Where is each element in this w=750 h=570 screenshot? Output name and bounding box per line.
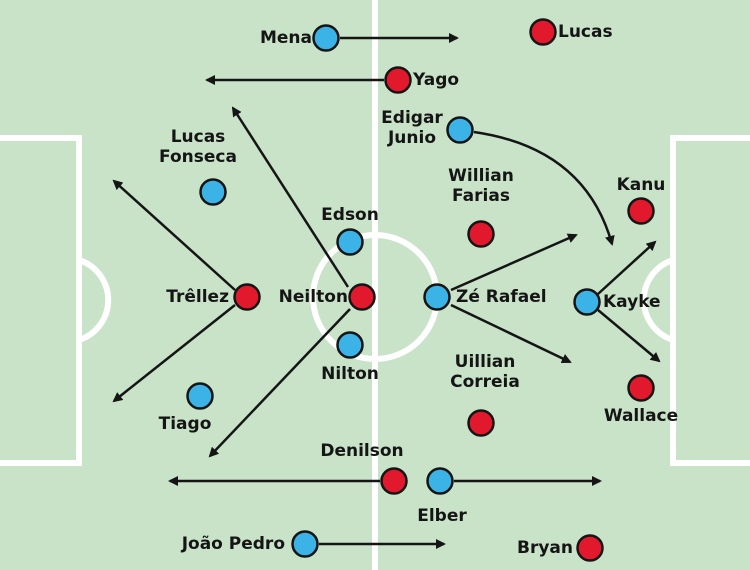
player-name-label: Bryan [517, 538, 573, 558]
left-penalty-arc [78, 257, 112, 343]
player-name-label: Willian [448, 166, 514, 186]
player-marker-blue [423, 283, 451, 311]
player-name-label: Lucas [558, 22, 613, 42]
player-marker-blue [336, 331, 364, 359]
player-marker-red [467, 409, 495, 437]
movement-arrow [597, 309, 661, 363]
player-neilton: Neilton [279, 283, 376, 311]
player-marker-red [576, 534, 604, 562]
player-edson: Edson [321, 205, 379, 256]
player-marker-blue [291, 530, 319, 558]
player-name-label: Farias [452, 186, 510, 206]
player-marker-blue [199, 178, 227, 206]
player-marker-red [380, 467, 408, 495]
player-marker-blue [573, 288, 601, 316]
player-name-label: Yago [412, 70, 459, 90]
movement-arrow [231, 106, 350, 288]
player-lucas: Lucas [529, 18, 613, 46]
movement-arrow [112, 304, 236, 403]
player-name-label: Nilton [321, 364, 379, 384]
right-penalty-box [670, 135, 750, 466]
player-elber: Elber [417, 467, 467, 526]
player-tiago: Tiago [159, 382, 214, 434]
movement-arrow [112, 179, 236, 291]
player-name-label: Kanu [617, 175, 666, 195]
player-denilson: Denilson [320, 441, 408, 495]
player-yago: Yago [384, 66, 459, 94]
player-marker-blue [336, 228, 364, 256]
movement-arrow [473, 130, 615, 246]
player-name-label: Kayke [603, 292, 661, 312]
left-penalty-box [0, 135, 82, 466]
player-name-label: Correia [450, 372, 520, 392]
player-ze-rafael: Zé Rafael [423, 283, 547, 311]
player-name-label: Zé Rafael [456, 287, 547, 307]
player-name-label: Trêllez [166, 287, 229, 307]
player-marker-red [467, 220, 495, 248]
player-kanu: Kanu [617, 175, 666, 225]
movement-arrow [208, 308, 351, 458]
player-marker-red [627, 374, 655, 402]
movement-arrow [450, 303, 572, 364]
player-name-label: Tiago [159, 414, 212, 434]
player-kayke: Kayke [573, 288, 661, 316]
player-marker-blue [426, 467, 454, 495]
player-name-label: Wallace [604, 406, 678, 426]
player-marker-blue [312, 24, 340, 52]
player-marker-red [529, 18, 557, 46]
player-marker-red [384, 66, 412, 94]
player-marker-red [233, 283, 261, 311]
player-marker-blue [446, 116, 474, 144]
player-marker-red [348, 283, 376, 311]
player-joao-pedro: João Pedro [181, 530, 319, 558]
player-marker-blue [186, 382, 214, 410]
right-penalty-arc [640, 257, 674, 343]
player-name-label: Edigar [381, 108, 443, 128]
player-name-label: Fonseca [159, 147, 237, 167]
movement-arrow [450, 233, 578, 292]
player-name-label: Denilson [320, 441, 403, 461]
player-marker-red [627, 197, 655, 225]
player-nilton: Nilton [321, 331, 379, 384]
player-wallace: Wallace [604, 374, 678, 426]
player-name-label: Mena [260, 28, 312, 48]
player-name-label: Neilton [279, 287, 348, 307]
player-mena: Mena [260, 24, 340, 52]
player-name-label: Junio [387, 128, 436, 148]
player-trellez: Trêllez [166, 283, 261, 311]
player-name-label: Elber [417, 506, 467, 526]
player-bryan: Bryan [517, 534, 604, 562]
player-name-label: Edson [321, 205, 379, 225]
player-name-label: Lucas [171, 127, 226, 147]
movement-arrow [597, 240, 657, 295]
player-name-label: Uillian [455, 352, 516, 372]
player-name-label: João Pedro [181, 534, 285, 554]
